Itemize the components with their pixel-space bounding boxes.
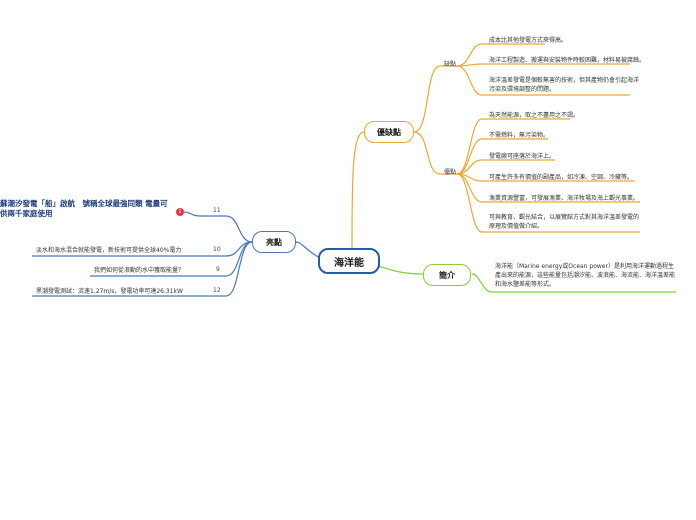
highlight-item[interactable]: 我們如何從浪動的水中獲取能量？ — [94, 267, 185, 274]
link-pros-2 — [456, 138, 548, 175]
center-label: 海洋能 — [334, 257, 364, 269]
pros-cons-node[interactable]: 優缺點 — [364, 121, 414, 143]
link-pros-6 — [456, 173, 640, 233]
highlight-item[interactable]: 黑潮發電測試：流速1.27m/s，發電功率可達26.31kW — [36, 288, 183, 295]
pros-cons-label: 優缺點 — [377, 127, 401, 137]
link-pros-3 — [456, 159, 555, 175]
highlight-headline-text: 蘇潮汐發電「船」啟航 號稱全球最強同類 電量可供兩千家庭使用 — [0, 199, 168, 218]
link-center-highlights — [295, 241, 321, 259]
cons-item[interactable]: 海洋工程製造、搬運與安裝物件時較困難，材料易被腐蝕。 — [489, 57, 646, 64]
item-count: 9 — [216, 266, 220, 273]
item-count: 11 — [213, 207, 221, 214]
link-intro-text — [471, 273, 676, 293]
pros-item[interactable]: 可與教育、觀光結合，以展覽館方式對其海洋溫差發電的原理及價值做介紹。 — [489, 214, 640, 230]
link-hl-4 — [32, 241, 253, 297]
intro-text[interactable]: 海洋能（Marine energy或Ocean power）是利用海洋運動過程生… — [495, 263, 676, 288]
pros-item[interactable]: 發電廠可座落於海洋上。 — [489, 153, 556, 160]
cons-label[interactable]: 缺點 — [444, 61, 457, 68]
link-cons-2 — [456, 63, 630, 67]
pros-item[interactable]: 為天然能源，取之不盡用之不竭。 — [489, 112, 580, 119]
intro-node[interactable]: 簡介 — [423, 264, 471, 286]
link-proscons-cons — [413, 65, 457, 133]
highlights-node[interactable]: 亮點 — [252, 231, 296, 253]
highlight-headline[interactable]: 蘇潮汐發電「船」啟航 號稱全球最強同類 電量可供兩千家庭使用 — [0, 199, 168, 219]
item-count: 12 — [213, 287, 221, 294]
pros-item[interactable]: 漁業資源豐富，可發展漁業、海洋牧場及海上觀光事業。 — [489, 195, 640, 202]
link-cons-1 — [456, 43, 545, 67]
link-cons-3 — [456, 65, 630, 96]
item-count: 10 — [213, 246, 221, 253]
pros-label[interactable]: 優點 — [444, 169, 457, 176]
link-center-proscons — [351, 131, 365, 250]
intro-label: 簡介 — [439, 270, 455, 280]
cons-item[interactable]: 成本比其他發電方式來得高。 — [489, 37, 568, 44]
notification-badge[interactable]: 1 — [176, 208, 184, 216]
pros-item[interactable]: 不需燃料，無污染物。 — [489, 132, 550, 139]
highlights-label: 亮點 — [266, 237, 282, 247]
link-hl-1 — [183, 211, 253, 243]
badge-count: 1 — [178, 209, 182, 215]
link-proscons-pros — [413, 131, 457, 175]
pros-item[interactable]: 可產生許多有價值的副產品，如冷凍、空調、冷藏等。 — [489, 174, 634, 181]
highlight-item[interactable]: 淡水和海水混合就能發電，新技術可提供全球40%電力 — [36, 247, 182, 254]
center-node[interactable]: 海洋能 — [318, 248, 380, 274]
cons-item[interactable]: 海洋溫差發電是個較無害的技術，但其產物仍會引起海洋污染及環境調整的問題。 — [489, 77, 640, 93]
